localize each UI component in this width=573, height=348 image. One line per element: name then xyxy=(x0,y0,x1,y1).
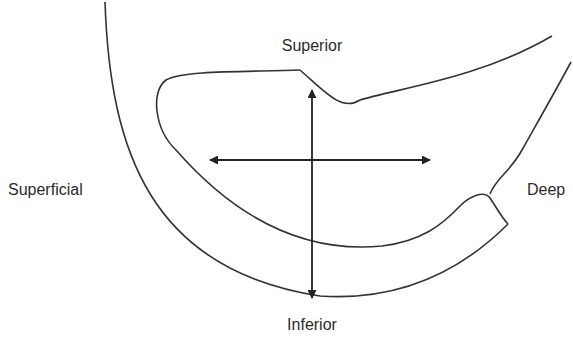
deep-wall xyxy=(490,62,571,194)
direction-label: Deep xyxy=(527,180,565,199)
horizontal-axis-arrow xyxy=(210,159,430,161)
vertical-axis-arrow xyxy=(311,90,313,298)
direction-label: Superior xyxy=(282,36,342,55)
direction-label: Superficial xyxy=(8,180,83,199)
outer-wall xyxy=(105,2,508,297)
direction-label: Inferior xyxy=(287,315,337,334)
